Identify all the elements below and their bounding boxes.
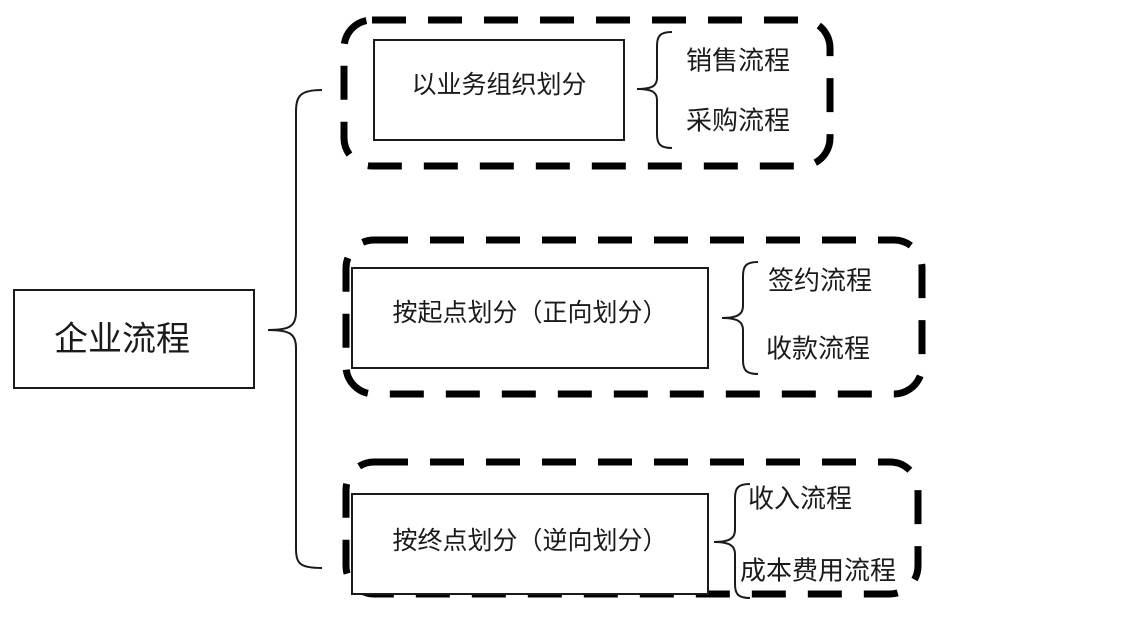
group-reverse-end: 按终点划分（逆向划分） 收入流程 成本费用流程 (342, 458, 922, 599)
group-3-brace (713, 483, 751, 599)
group-2-item-2: 收款流程 (766, 335, 870, 365)
group-2-category-box (351, 267, 709, 369)
group-1-category-box (373, 39, 625, 141)
group-2-category-label: 按起点划分（正向划分） (392, 298, 667, 327)
group-2-dashed-frame (342, 236, 926, 398)
group-1-dashed-frame (340, 16, 834, 170)
group-3-category-box (351, 493, 709, 595)
group-business-org: 以业务组织划分 销售流程 采购流程 (340, 16, 834, 170)
root-node: 企业流程 (13, 289, 255, 389)
root-box (13, 289, 255, 389)
group-1-brace (636, 31, 673, 149)
main-brace (267, 89, 323, 569)
group-1-category-label: 以业务组织划分 (411, 70, 586, 99)
group-3-item-1: 收入流程 (748, 485, 852, 515)
group-2-brace (721, 261, 759, 375)
group-1-item-1: 销售流程 (686, 47, 790, 77)
root-label: 企业流程 (54, 320, 190, 360)
group-2-item-1: 签约流程 (768, 267, 872, 297)
group-1-item-2: 采购流程 (686, 107, 790, 137)
group-3-item-2: 成本费用流程 (740, 557, 896, 587)
group-3-category-label: 按终点划分（逆向划分） (392, 526, 667, 555)
group-forward-start: 按起点划分（正向划分） 签约流程 收款流程 (342, 236, 926, 398)
group-3-dashed-frame (342, 458, 922, 598)
